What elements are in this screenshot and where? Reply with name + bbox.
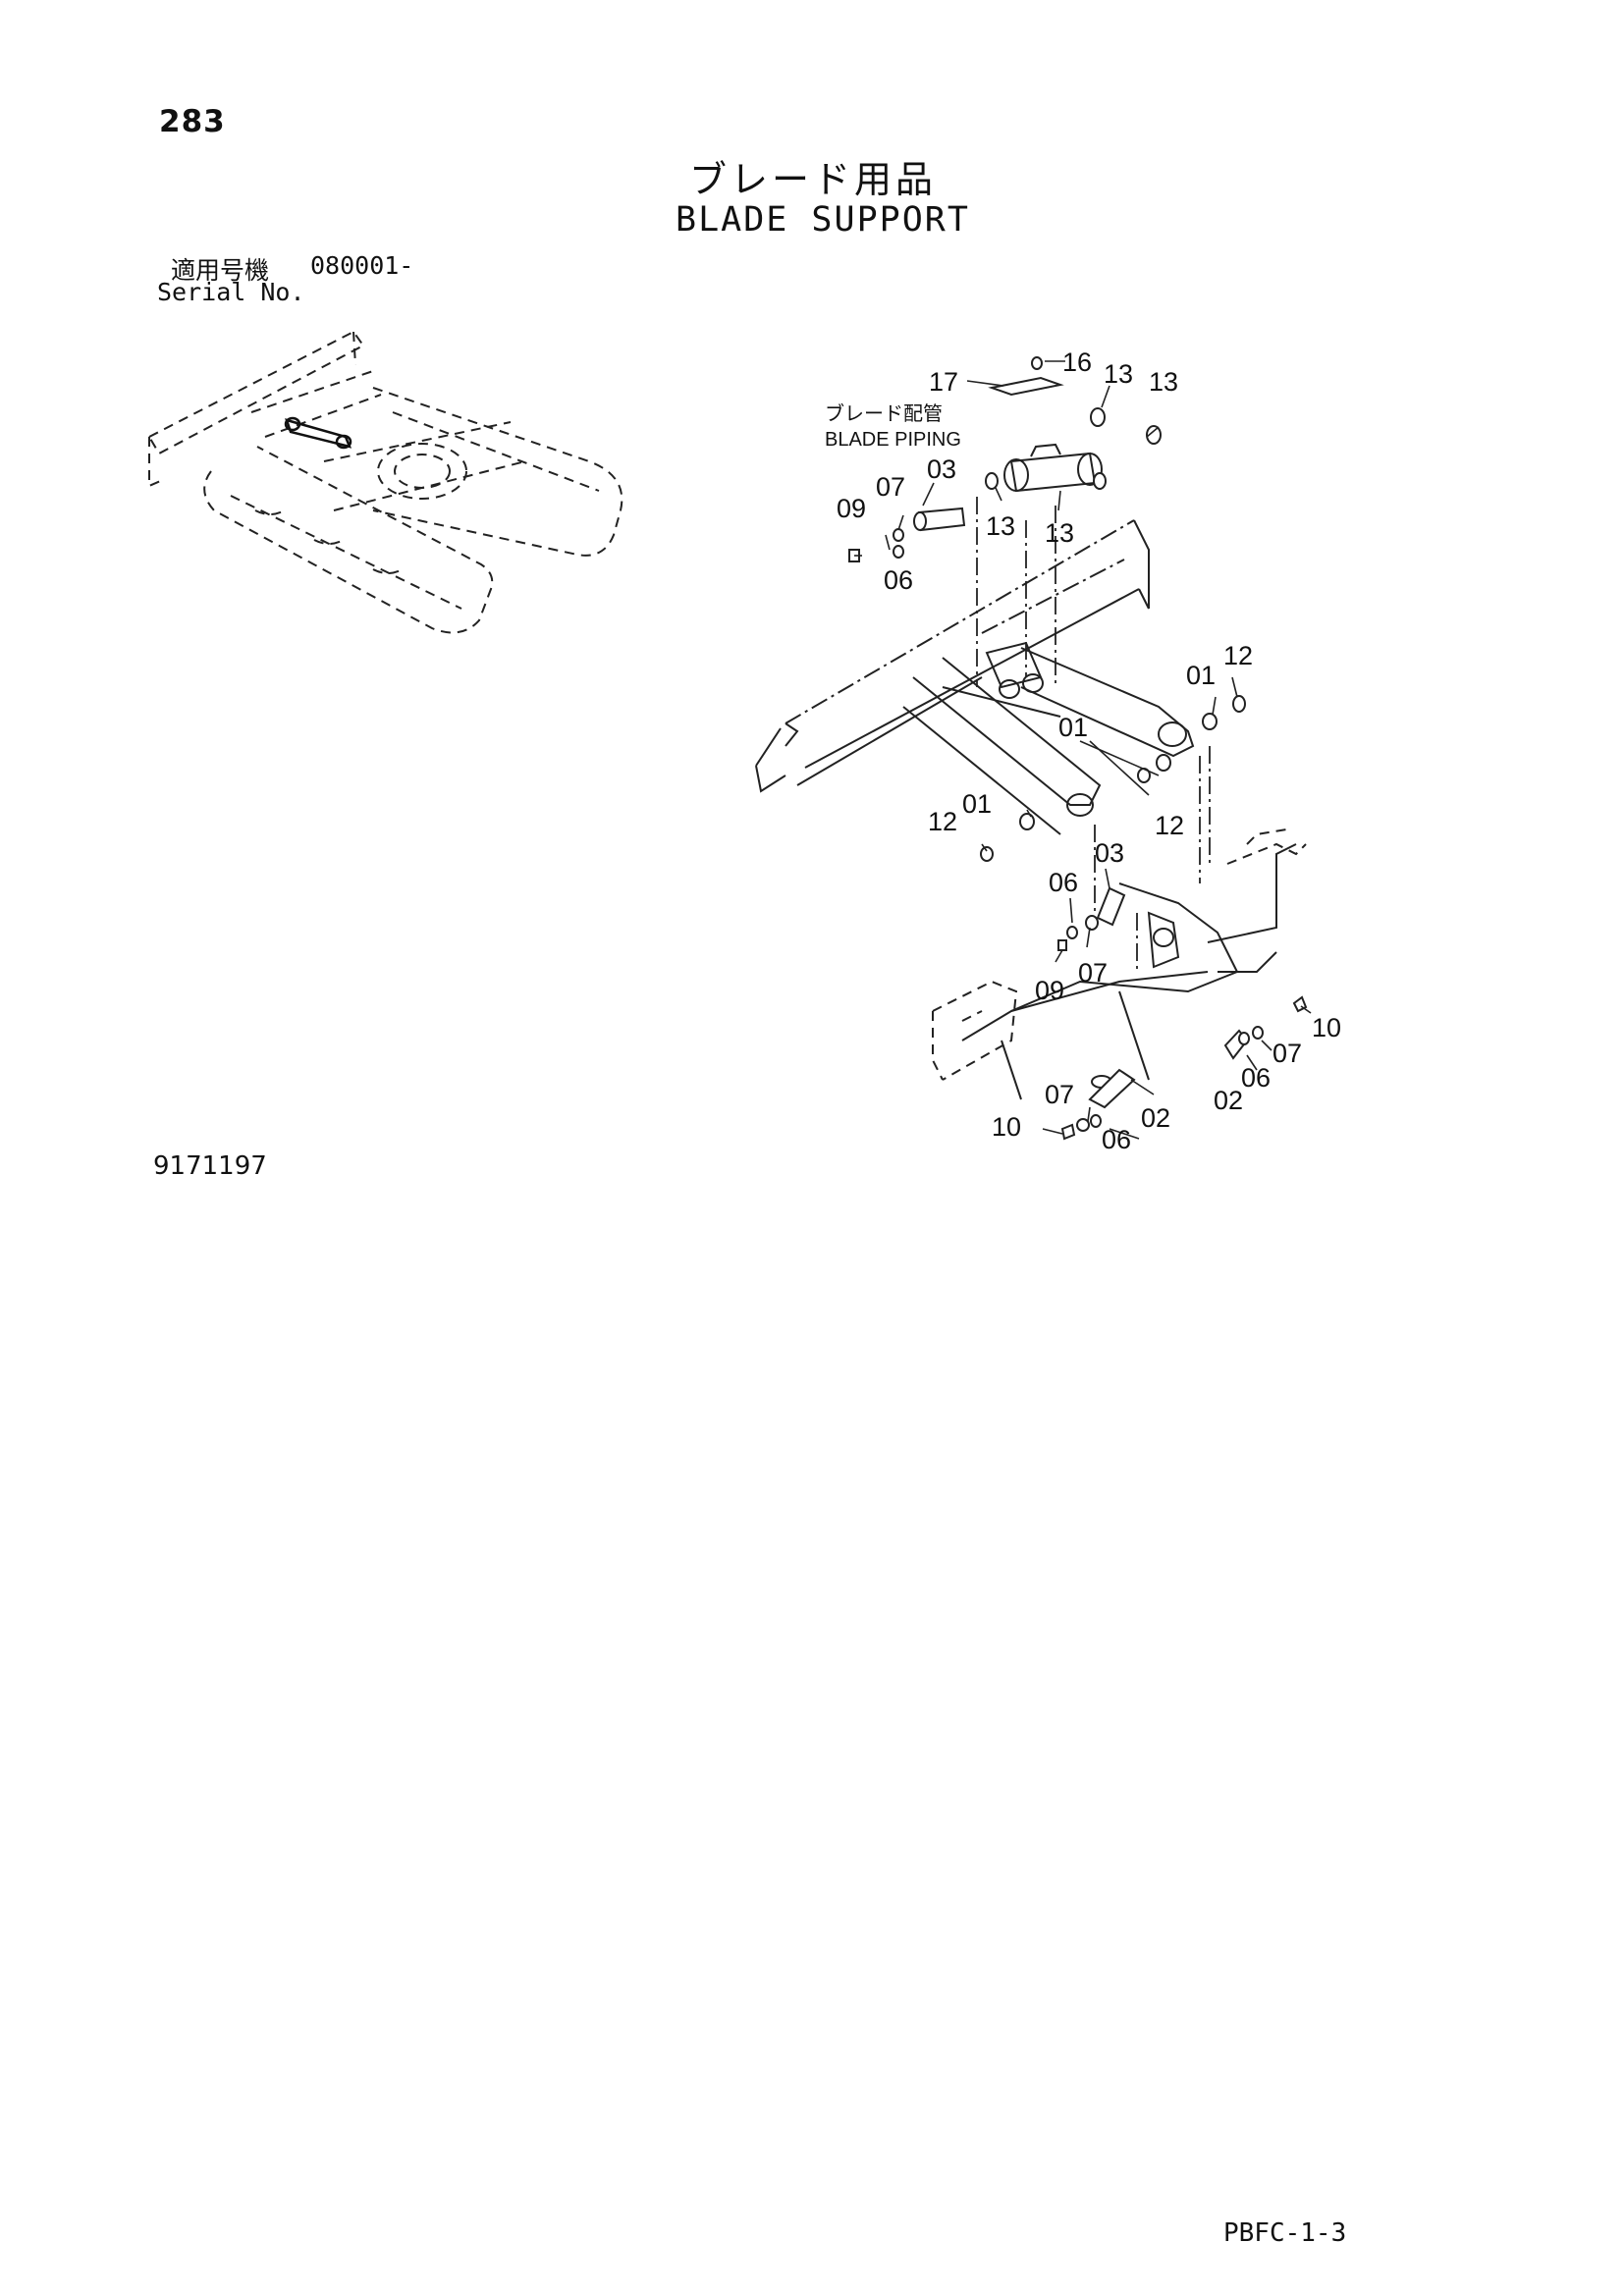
hardware-parts <box>848 356 1308 1141</box>
part-label: 06 <box>1049 868 1078 897</box>
part-label: 03 <box>1095 838 1124 868</box>
part-label: 13 <box>1149 367 1178 397</box>
part-label: 01 <box>1186 661 1216 690</box>
alignment-centerlines <box>976 497 1211 972</box>
part-label: 06 <box>1102 1125 1131 1154</box>
drawing-number: 9171197 <box>153 1151 267 1181</box>
serial-label-japanese: 適用号機 <box>171 256 270 285</box>
part-label: 13 <box>986 511 1015 541</box>
part-label: 06 <box>884 565 913 595</box>
blade-cylinder-assembly <box>1003 443 1103 493</box>
part-label: 17 <box>929 367 958 397</box>
part-label: 03 <box>927 454 956 484</box>
serial-label-english: Serial No. <box>157 278 305 306</box>
part-label: 06 <box>1241 1063 1271 1093</box>
part-label: 09 <box>1035 976 1064 1005</box>
part-label: 13 <box>1104 359 1133 389</box>
part-label: 10 <box>992 1112 1021 1142</box>
blade-piping-note-english: BLADE PIPING <box>825 429 961 451</box>
blade-piping-note-japanese: ブレード配管 <box>825 401 943 425</box>
part-label: 16 <box>1062 347 1092 377</box>
locator-undercarriage-view <box>147 330 623 634</box>
part-label: 12 <box>1223 641 1253 670</box>
part-label: 07 <box>1272 1039 1302 1068</box>
serial-number-value: 080001- <box>310 251 414 280</box>
part-label: 02 <box>1214 1086 1243 1115</box>
cover-plate <box>988 376 1064 397</box>
part-label: 10 <box>1312 1013 1341 1042</box>
leader-lines <box>854 360 1312 1140</box>
document-code: PBFC-1-3 <box>1223 2218 1347 2248</box>
part-label: 12 <box>1155 811 1184 840</box>
page-title-japanese: ブレード用品 <box>689 158 938 201</box>
part-label: 12 <box>928 807 957 836</box>
part-label: 13 <box>1045 518 1074 548</box>
part-label: 07 <box>1045 1080 1074 1109</box>
page-number: 283 <box>159 104 226 139</box>
part-label: 09 <box>837 494 866 523</box>
locator-highlight-part <box>284 416 352 450</box>
page-title-english: BLADE SUPPORT <box>676 200 970 240</box>
part-label: 07 <box>1078 958 1108 988</box>
part-number-callouts: 17 16 13 13 13 13 07 03 09 06 12 01 01 1… <box>837 347 1341 1154</box>
part-label: 02 <box>1141 1103 1170 1133</box>
blade-and-frame-linework <box>755 519 1307 1100</box>
part-label: 01 <box>962 789 992 819</box>
part-label: 07 <box>876 472 905 502</box>
part-label: 01 <box>1058 713 1088 742</box>
